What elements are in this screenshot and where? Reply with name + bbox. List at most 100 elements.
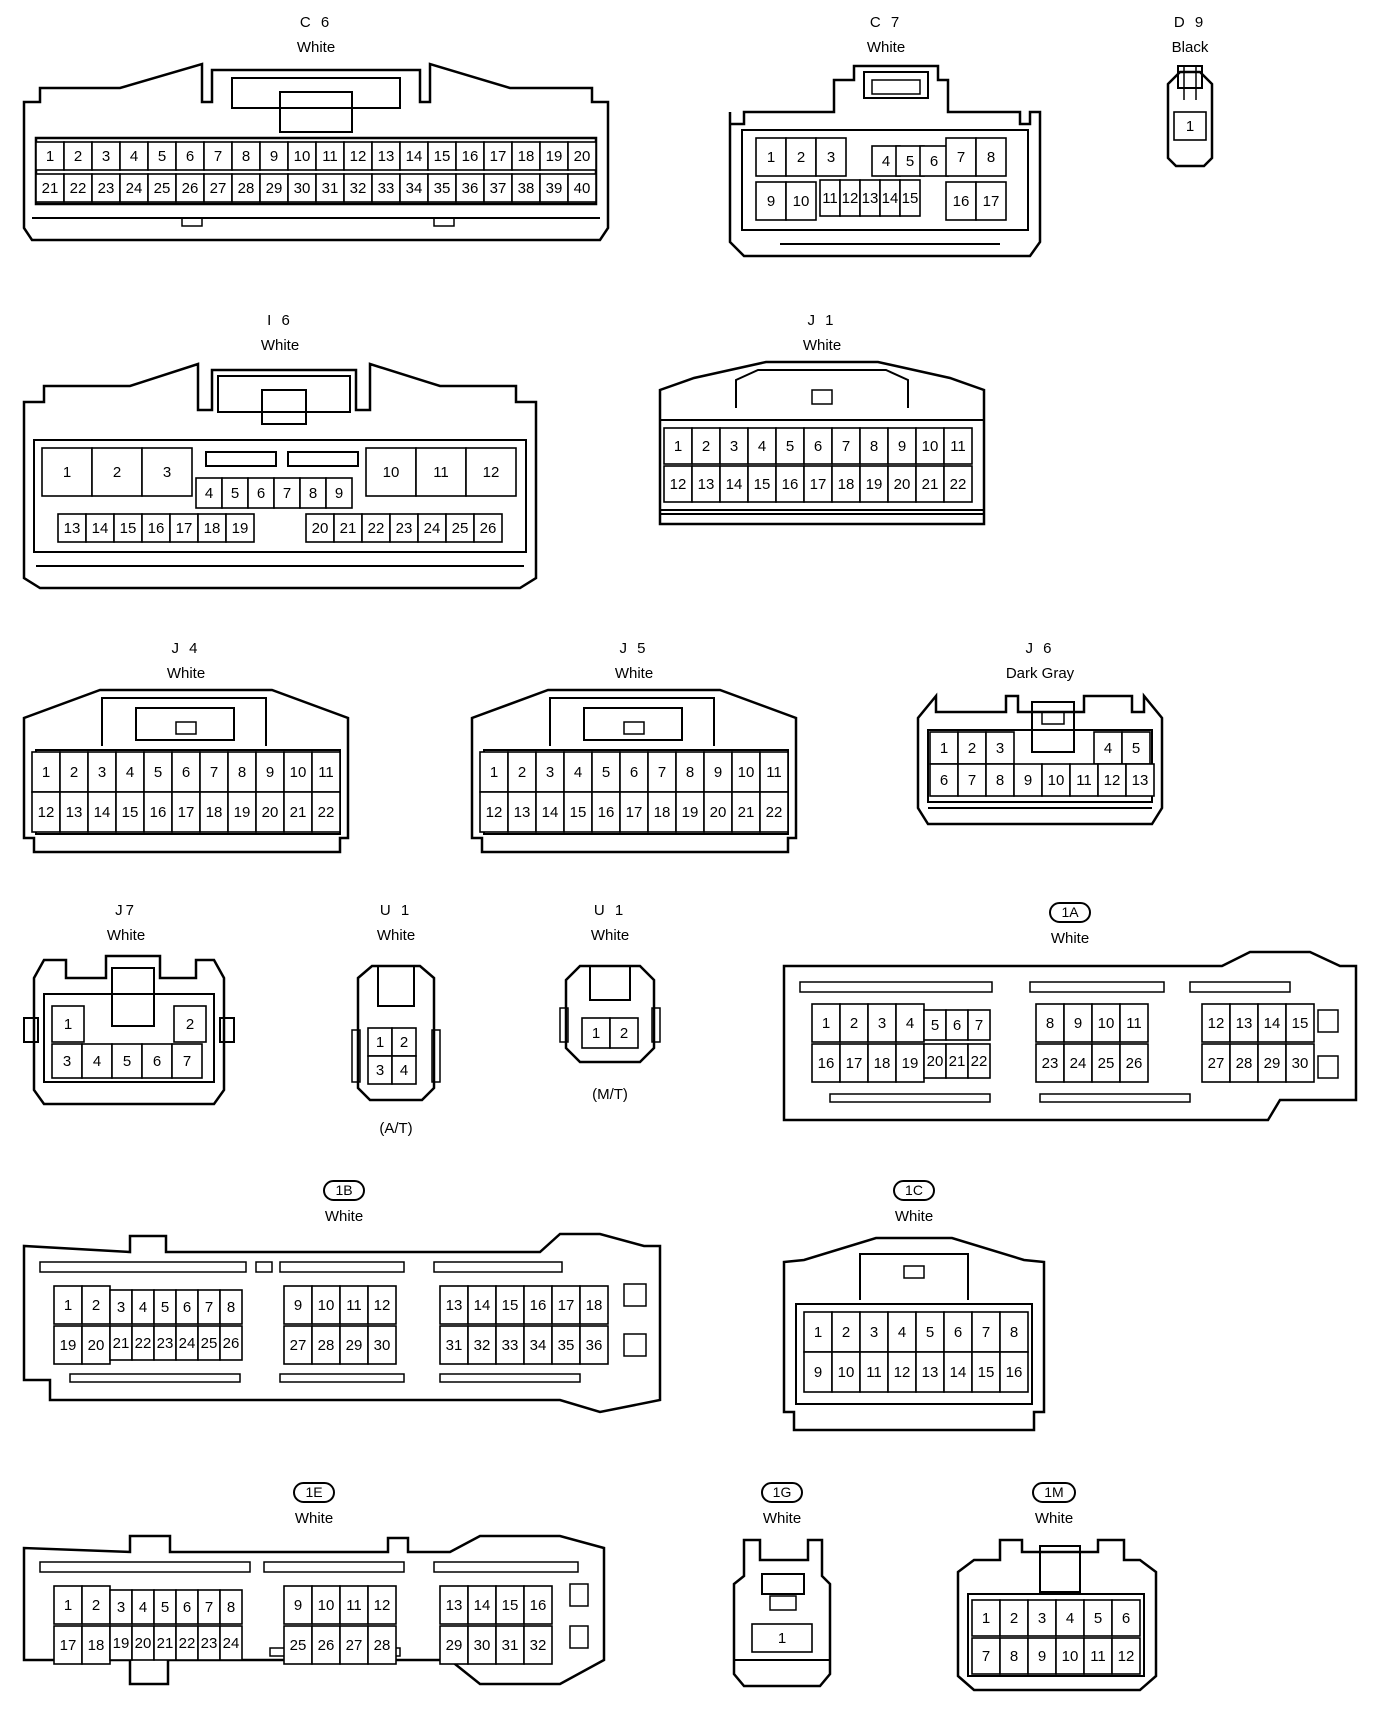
cavity-box xyxy=(31,751,61,793)
connector-j1-color: White xyxy=(802,337,842,354)
cavity-number: 7 xyxy=(957,149,965,166)
cavity: 5 xyxy=(591,751,621,793)
cavity-number: 11 xyxy=(346,1297,362,1314)
cavity-number: 30 xyxy=(374,1337,391,1354)
cavity-number: 4 xyxy=(126,764,134,781)
cavity-box xyxy=(691,427,721,465)
cavity: 13 xyxy=(371,141,401,171)
cavity-number: 1 xyxy=(46,148,54,165)
connector-j7-id: J7 xyxy=(115,902,137,919)
cavity-box xyxy=(495,1285,525,1325)
cavity-box xyxy=(339,1285,369,1325)
cavity-number: 22 xyxy=(971,1053,988,1070)
cavity-number: 8 xyxy=(1010,1648,1018,1665)
cavity: 1 xyxy=(53,1285,83,1325)
cavity: 7 xyxy=(273,477,301,509)
cavity-number: 8 xyxy=(242,148,250,165)
cavity-number: 25 xyxy=(1098,1055,1115,1072)
cavity-box xyxy=(1121,731,1151,765)
cavity-box xyxy=(945,181,977,221)
cavity-box xyxy=(975,181,1007,221)
cavity: 9 xyxy=(283,1285,313,1325)
cavity-number: 25 xyxy=(290,1637,307,1654)
cavity-number: 19 xyxy=(902,1055,919,1072)
cavity-box xyxy=(1257,1043,1287,1083)
cavity-number: 10 xyxy=(1062,1648,1079,1665)
cavity-number: 16 xyxy=(462,148,479,165)
cavity: 27 xyxy=(203,173,233,203)
cavity-box xyxy=(467,1325,497,1365)
cavity-number: 12 xyxy=(350,148,367,165)
cavity-number: 22 xyxy=(950,476,967,493)
cavity: 9 xyxy=(887,427,917,465)
cavity: 3 xyxy=(141,447,193,497)
cavity-box xyxy=(539,173,569,203)
cavity: 12 xyxy=(343,141,373,171)
cavity-number: 2 xyxy=(1010,1610,1018,1627)
cavity: 13 xyxy=(439,1585,469,1625)
cavity-number: 9 xyxy=(898,438,906,455)
cavity-box xyxy=(119,141,149,171)
cavity-box xyxy=(311,791,341,833)
cavity-box xyxy=(273,477,301,509)
cavity: 10 xyxy=(1091,1003,1121,1043)
cavity-number: 7 xyxy=(183,1053,191,1070)
connector-1b-id: 1B xyxy=(323,1180,365,1201)
cavity-box xyxy=(785,137,817,177)
connector-1b-color: White xyxy=(324,1208,364,1225)
cavity-box xyxy=(803,1311,833,1353)
cavity-number: 19 xyxy=(60,1337,77,1354)
cavity-number: 27 xyxy=(290,1337,307,1354)
cavity-number: 8 xyxy=(227,1299,235,1316)
cavity-box xyxy=(225,513,255,543)
cavity-box xyxy=(479,751,509,793)
cavity-box xyxy=(895,1003,925,1043)
cavity-box xyxy=(1285,1043,1315,1083)
cavity-number: 15 xyxy=(570,804,587,821)
cavity-box xyxy=(815,137,847,177)
cavity-box xyxy=(579,1325,609,1365)
cavity-number: 6 xyxy=(954,1324,962,1341)
cavity-number: 11 xyxy=(950,438,966,455)
cavity-box xyxy=(999,1351,1029,1393)
cavity: 16 xyxy=(143,791,173,833)
cavity-number: 11 xyxy=(1076,772,1092,789)
cavity: 12 xyxy=(31,791,61,833)
cavity-number: 5 xyxy=(1094,1610,1102,1627)
cavity-number: 23 xyxy=(157,1335,174,1352)
cavity-box xyxy=(971,1311,1001,1353)
cavity-number: 1 xyxy=(822,1015,830,1032)
cavity: 23 xyxy=(91,173,121,203)
cavity-number: 5 xyxy=(906,153,914,170)
cavity: 11 xyxy=(1083,1637,1113,1675)
cavity: 14 xyxy=(535,791,565,833)
cavity: 28 xyxy=(367,1625,397,1665)
cavity-box xyxy=(51,1005,85,1043)
cavity: 4 xyxy=(391,1055,417,1085)
cavity: 8 xyxy=(299,477,327,509)
cavity: 26 xyxy=(219,1325,243,1361)
cavity-number: 28 xyxy=(374,1637,391,1654)
cavity-box xyxy=(663,465,693,503)
connector-c6-id: C 6 xyxy=(299,14,333,31)
cavity-box xyxy=(887,1351,917,1393)
connector-j1-id: J 1 xyxy=(807,312,837,329)
cavity-number: 20 xyxy=(135,1635,152,1652)
cavity: 19 xyxy=(539,141,569,171)
cavity: 35 xyxy=(551,1325,581,1365)
cavity-box xyxy=(31,791,61,833)
cavity-box xyxy=(579,1285,609,1325)
cavity-number: 5 xyxy=(231,485,239,502)
cavity-number: 19 xyxy=(866,476,883,493)
cavity: 18 xyxy=(199,791,229,833)
cavity-box xyxy=(967,1009,991,1041)
cavity-number: 6 xyxy=(953,1017,961,1034)
cavity-box xyxy=(465,447,517,497)
cavity: 22 xyxy=(943,465,973,503)
cavity: 5 xyxy=(111,1043,143,1079)
cavity-box xyxy=(507,791,537,833)
cavity-number: 3 xyxy=(870,1324,878,1341)
cavity-box xyxy=(175,173,205,203)
